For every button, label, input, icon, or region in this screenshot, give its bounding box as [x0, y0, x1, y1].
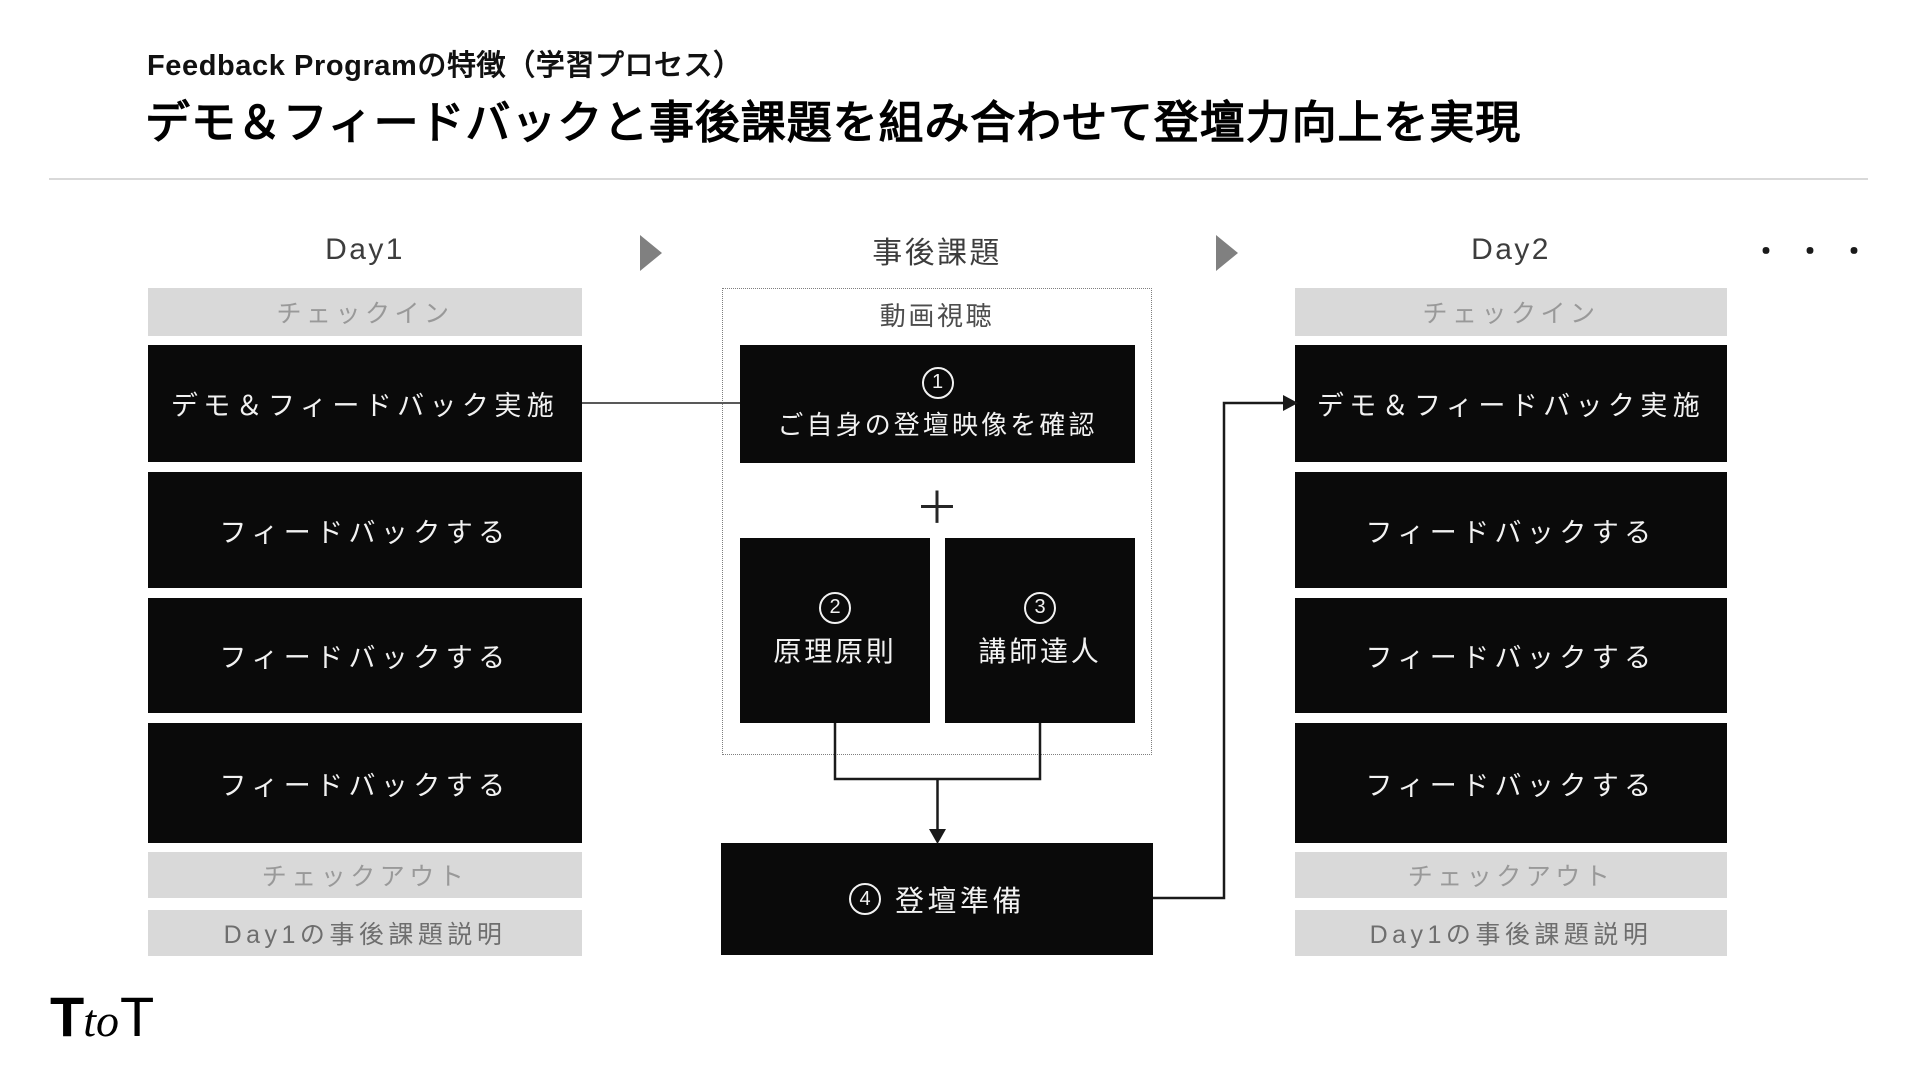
day1-step-feedback-1: フィードバックする — [148, 472, 582, 588]
post-task-step-1-label: ご自身の登壇映像を確認 — [777, 409, 1098, 440]
post-task-step-2-box: 2 原理原則 — [740, 538, 930, 723]
day2-step-feedback-2: フィードバックする — [1295, 598, 1727, 713]
post-task-step-3-label: 講師達人 — [978, 635, 1102, 667]
circled-number-1-icon: 1 — [921, 366, 954, 399]
post-task-step-2-label: 原理原則 — [773, 635, 897, 667]
day1-step-feedback-2: フィードバックする — [148, 598, 582, 713]
day2-step-feedback-1: フィードバックする — [1295, 472, 1727, 588]
plus-icon: ＋ — [915, 484, 959, 533]
circled-number-3-icon: 3 — [1024, 591, 1056, 624]
connector-step4-to-day2 — [1153, 401, 1283, 900]
circled-number-4-icon: 4 — [849, 883, 882, 915]
logo-t-thin: T — [120, 985, 155, 1048]
day1-column-header: Day1 — [325, 233, 405, 266]
flow-arrow-right-icon — [1216, 235, 1238, 271]
day1-step-demo-feedback: デモ＆フィードバック実施 — [148, 345, 582, 462]
day2-column-header: Day2 — [1471, 233, 1551, 266]
continuation-dots: ・・・ — [1752, 236, 1885, 267]
day2-step-demo-feedback: デモ＆フィードバック実施 — [1295, 345, 1727, 462]
circled-number-2-icon: 2 — [819, 591, 851, 624]
flow-arrow-right-icon — [640, 235, 662, 271]
post-task-step-4-label: 登壇準備 — [895, 886, 1025, 918]
logo-t-bold: T — [50, 985, 84, 1048]
day1-checkin-bar: チェックイン — [148, 288, 582, 336]
page-title: デモ＆フィードバックと事後課題を組み合わせて登壇力向上を実現 — [145, 97, 1522, 148]
post-task-step-1-box: 1 ご自身の登壇映像を確認 — [740, 345, 1135, 463]
day1-checkout-bar: チェックアウト — [148, 852, 582, 898]
arrowhead-down-icon — [929, 829, 946, 844]
slide-eyebrow: Feedback Programの特徴（学習プロセス） — [147, 50, 743, 82]
day2-checkout-bar: チェックアウト — [1295, 852, 1727, 898]
logo-to-italic: to — [83, 995, 119, 1046]
day1-homework-note-bar: Day1の事後課題説明 — [148, 910, 582, 956]
video-watching-group-label: 動画視聴 — [879, 300, 995, 331]
day2-homework-note-bar: Day1の事後課題説明 — [1295, 910, 1727, 956]
day2-checkin-bar: チェックイン — [1295, 288, 1727, 336]
post-task-step-4-box: 4 登壇準備 — [721, 843, 1153, 955]
post-task-column-header: 事後課題 — [872, 237, 1002, 270]
day2-step-feedback-3: フィードバックする — [1295, 723, 1727, 843]
ttot-logo: T to T — [50, 984, 154, 1049]
title-divider — [49, 178, 1868, 180]
day1-step-feedback-3: フィードバックする — [148, 723, 582, 843]
post-task-step-3-box: 3 講師達人 — [945, 538, 1135, 723]
